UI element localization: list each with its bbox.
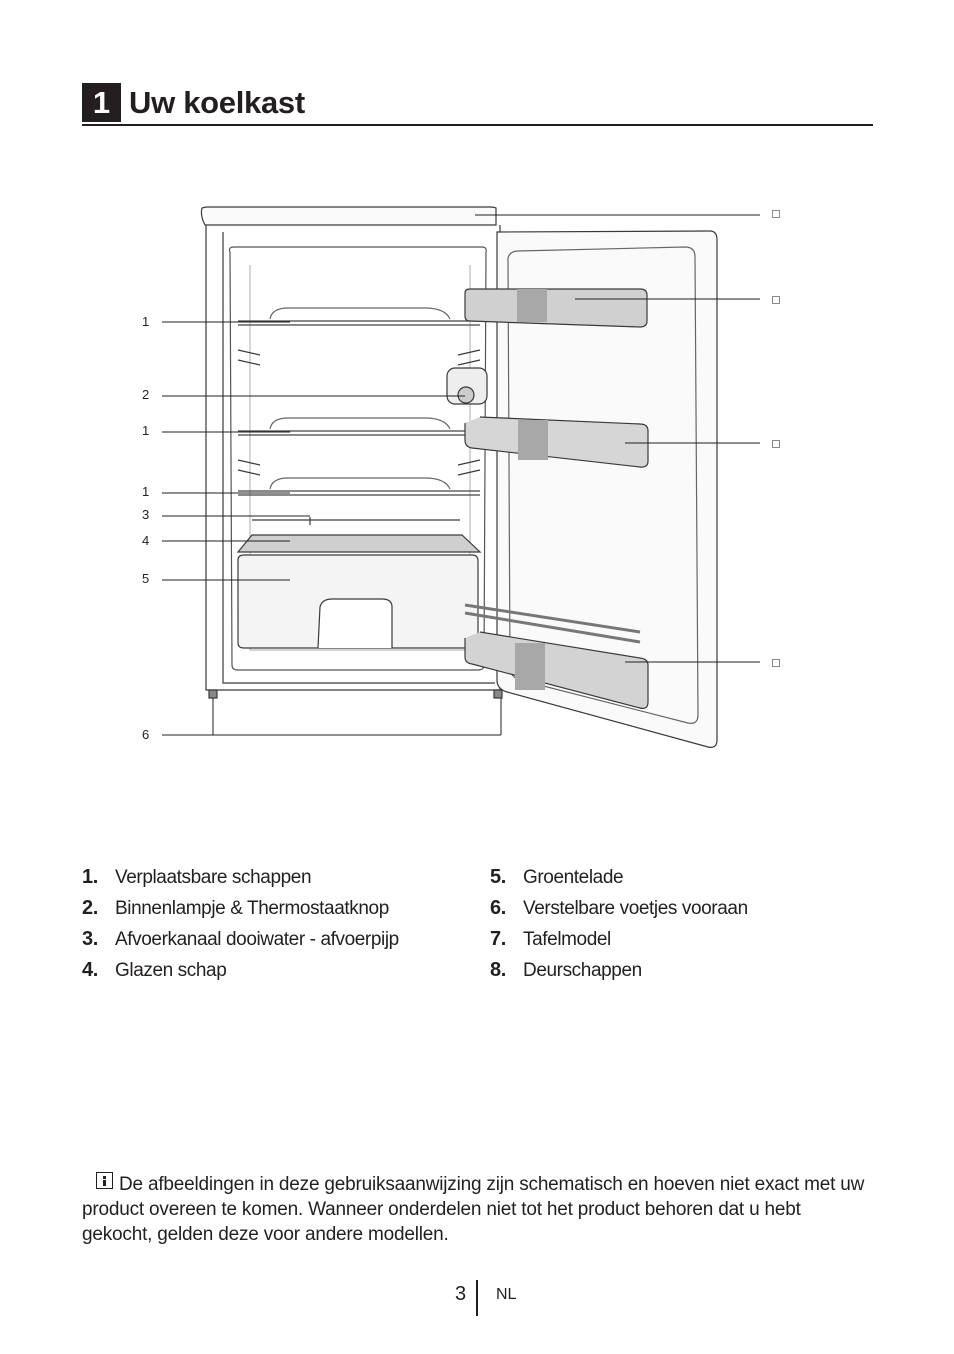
callout-label: 6 [142, 727, 150, 742]
callout-placeholder [772, 659, 780, 667]
legend-item: 7.Tafelmodel [490, 928, 611, 950]
footer-divider [476, 1280, 478, 1316]
callout-label: 4 [142, 533, 150, 548]
section-title: Uw koelkast [129, 85, 305, 120]
legend-column-left: 1.Verplaatsbare schappen 2.Binnenlampje … [82, 866, 399, 990]
callout-placeholder [772, 296, 780, 304]
fridge-illustration [162, 206, 760, 748]
callout-placeholder [772, 440, 780, 448]
callout-label: 5 [142, 571, 150, 586]
legend-item: 6.Verstelbare voetjes vooraan [490, 897, 748, 919]
legend-column-right: 5.Groentelade 6.Verstelbare voetjes voor… [490, 866, 748, 990]
page-footer: 3 NL [420, 1280, 560, 1320]
legend-item: 3.Afvoerkanaal dooiwater - afvoerpijp [82, 928, 399, 950]
info-icon [96, 1172, 113, 1189]
legend-item: 8.Deurschappen [490, 959, 642, 981]
legend-item: 2.Binnenlampje & Thermostaatknop [82, 897, 389, 919]
legend-item: 5.Groentelade [490, 866, 624, 888]
section-number: 1 [82, 83, 121, 122]
callout-label: 3 [142, 507, 150, 522]
language-code: NL [496, 1286, 517, 1303]
section-heading: 1 Uw koelkast [82, 82, 873, 126]
legend-item: 4.Glazen schap [82, 959, 227, 981]
callout-label: 1 [142, 484, 150, 499]
info-note: De afbeeldingen in deze gebruiksaanwijzi… [82, 1172, 874, 1247]
callout-placeholder [772, 210, 780, 218]
note-text: De afbeeldingen in deze gebruiksaanwijzi… [82, 1174, 865, 1245]
callout-label: 2 [142, 387, 150, 402]
callout-label: 1 [142, 314, 150, 329]
legend-item: 1.Verplaatsbare schappen [82, 866, 312, 888]
callout-label: 1 [142, 423, 150, 438]
fridge-diagram: 1 2 1 1 3 4 5 6 [120, 195, 800, 770]
page-number: 3 [455, 1283, 467, 1305]
